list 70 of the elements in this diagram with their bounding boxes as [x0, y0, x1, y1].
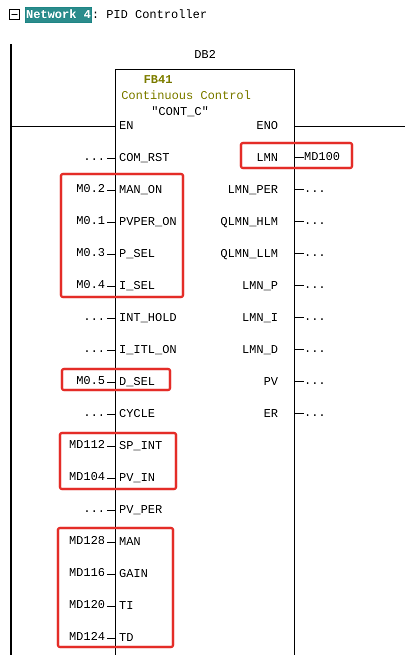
wire — [294, 221, 304, 222]
wire — [294, 285, 304, 286]
output-operand: ... — [304, 245, 326, 261]
function-block — [115, 69, 295, 655]
input-pin-name: CYCLE — [116, 406, 156, 422]
input-operand: ... — [83, 341, 105, 357]
input-pin-name: PVPER_ON — [116, 214, 177, 230]
output-pin-name: ER — [264, 406, 294, 422]
output-pin-name: LMN_P — [242, 278, 294, 294]
input-pin-name: GAIN — [116, 566, 148, 582]
block-name: ″CONT_C″ — [150, 104, 210, 120]
input-pin-name: EN — [116, 118, 134, 134]
wire — [294, 189, 304, 190]
input-pin-name: MAN — [116, 534, 141, 550]
output-operand: ... — [304, 373, 326, 389]
wire — [294, 126, 406, 127]
input-operand: MD128 — [68, 533, 105, 549]
wire — [294, 381, 304, 382]
output-operand: ... — [304, 341, 326, 357]
output-operand: MD100 — [304, 149, 340, 165]
wire — [12, 126, 116, 127]
input-operand: ... — [83, 149, 105, 165]
input-pin-name: I_SEL — [116, 278, 156, 294]
input-operand: M0.5 — [76, 373, 105, 389]
block-title: Continuous Control — [120, 88, 252, 104]
input-pin-name: MAN_ON — [116, 182, 162, 198]
block-number: FB41 — [142, 72, 174, 88]
wire — [294, 157, 304, 158]
output-pin-name: QLMN_HLM — [220, 214, 294, 230]
output-pin-name: ENO — [256, 118, 294, 134]
input-pin-name: P_SEL — [116, 246, 156, 262]
input-operand: MD104 — [68, 469, 105, 485]
input-operand: ... — [83, 405, 105, 421]
input-operand: M0.1 — [76, 213, 105, 229]
output-pin-name: PV — [264, 374, 294, 390]
input-pin-name: I_ITL_ON — [116, 342, 177, 358]
input-operand: ... — [83, 501, 105, 517]
input-operand: MD120 — [68, 597, 105, 613]
network-number: Network 4 — [25, 7, 92, 23]
output-pin-name: LMN_D — [242, 342, 294, 358]
input-operand: MD116 — [68, 565, 105, 581]
input-pin-name: TI — [116, 598, 134, 614]
output-operand: ... — [304, 181, 326, 197]
wire — [294, 253, 304, 254]
input-operand: MD124 — [68, 629, 105, 645]
output-operand: ... — [304, 213, 326, 229]
input-pin-name: PV_IN — [116, 470, 156, 486]
network-title: : PID Controller — [92, 7, 208, 23]
instance-db-label: DB2 — [193, 47, 217, 63]
input-pin-name: COM_RST — [116, 150, 170, 166]
output-pin-name: LMN_I — [242, 310, 294, 326]
input-pin-name: SP_INT — [116, 438, 162, 454]
input-pin-name: TD — [116, 630, 134, 646]
input-operand: ... — [83, 309, 105, 325]
input-operand: MD112 — [68, 437, 105, 453]
output-operand: ... — [304, 309, 326, 325]
output-pin-name: LMN — [256, 150, 294, 166]
output-pin-name: LMN_PER — [228, 182, 294, 198]
wire — [294, 413, 304, 414]
output-operand: ... — [304, 277, 326, 293]
input-pin-name: D_SEL — [116, 374, 156, 390]
wire — [294, 317, 304, 318]
input-operand: M0.2 — [76, 181, 105, 197]
input-operand: M0.4 — [76, 277, 105, 293]
input-pin-name: PV_PER — [116, 502, 162, 518]
wire — [294, 349, 304, 350]
output-pin-name: QLMN_LLM — [220, 246, 294, 262]
output-operand: ... — [304, 405, 326, 421]
input-operand: M0.3 — [76, 245, 105, 261]
input-pin-name: INT_HOLD — [116, 310, 177, 326]
